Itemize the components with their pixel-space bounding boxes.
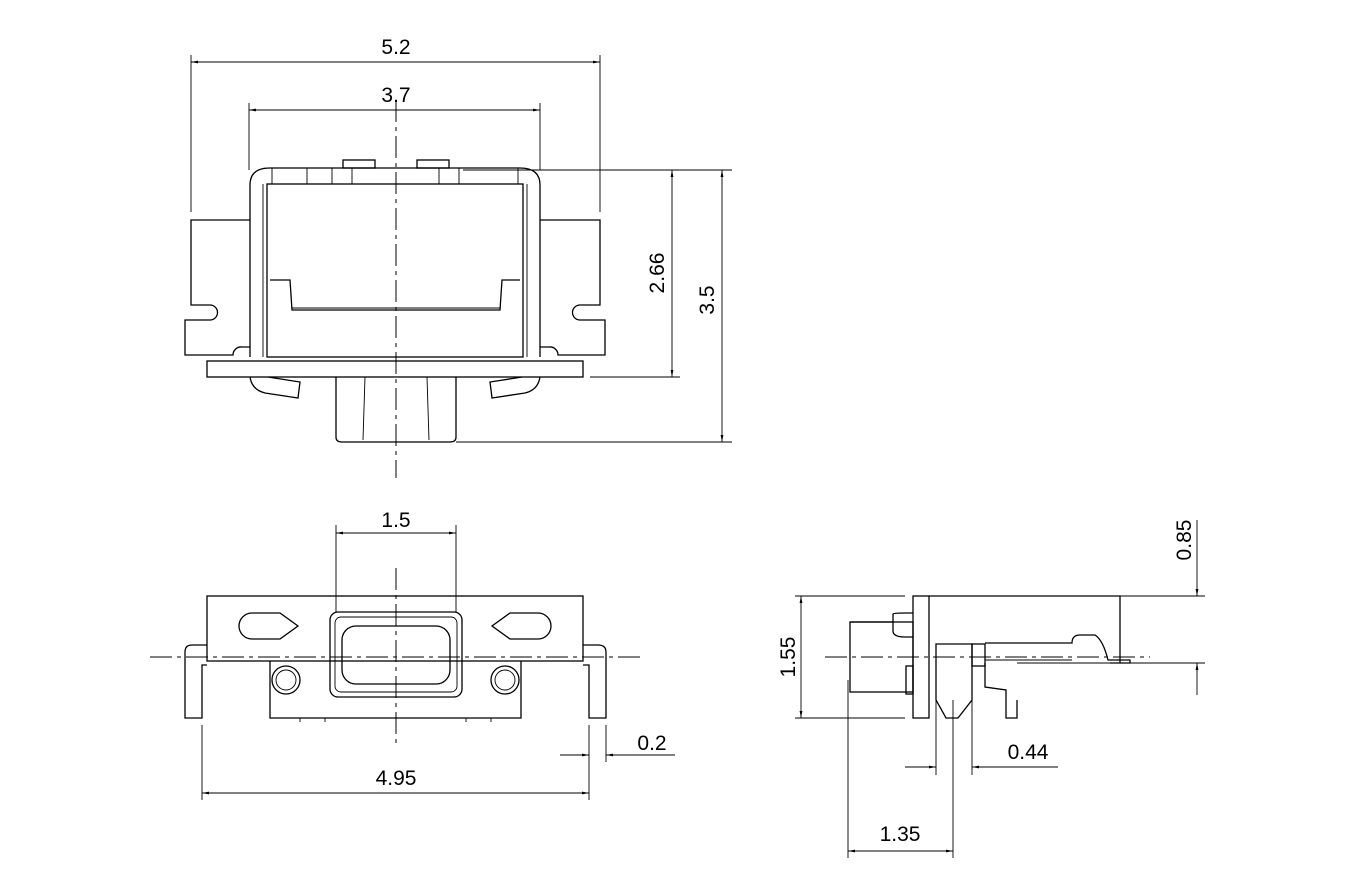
dim-width-body: 3.7	[381, 84, 410, 107]
dim-button-width: 1.5	[381, 509, 410, 532]
dim-height-body: 2.66	[646, 253, 669, 294]
dim-pin-width: 0.44	[1008, 741, 1049, 764]
side-view: 1.55 0.85 0.44 1.35	[777, 520, 1205, 858]
front-view: 1.5 4.95 0.2	[150, 509, 675, 800]
dim-terminal-thickness: 0.2	[637, 732, 666, 755]
dim-top-offset: 0.85	[1173, 520, 1196, 561]
dim-pin-offset: 1.35	[880, 823, 921, 846]
top-view: 5.2 3.7	[184, 36, 732, 478]
dim-width-overall: 5.2	[381, 36, 410, 59]
dim-terminal-span: 4.95	[376, 767, 417, 790]
dim-height-overall: 3.5	[696, 285, 719, 314]
dim-side-height: 1.55	[777, 637, 800, 678]
